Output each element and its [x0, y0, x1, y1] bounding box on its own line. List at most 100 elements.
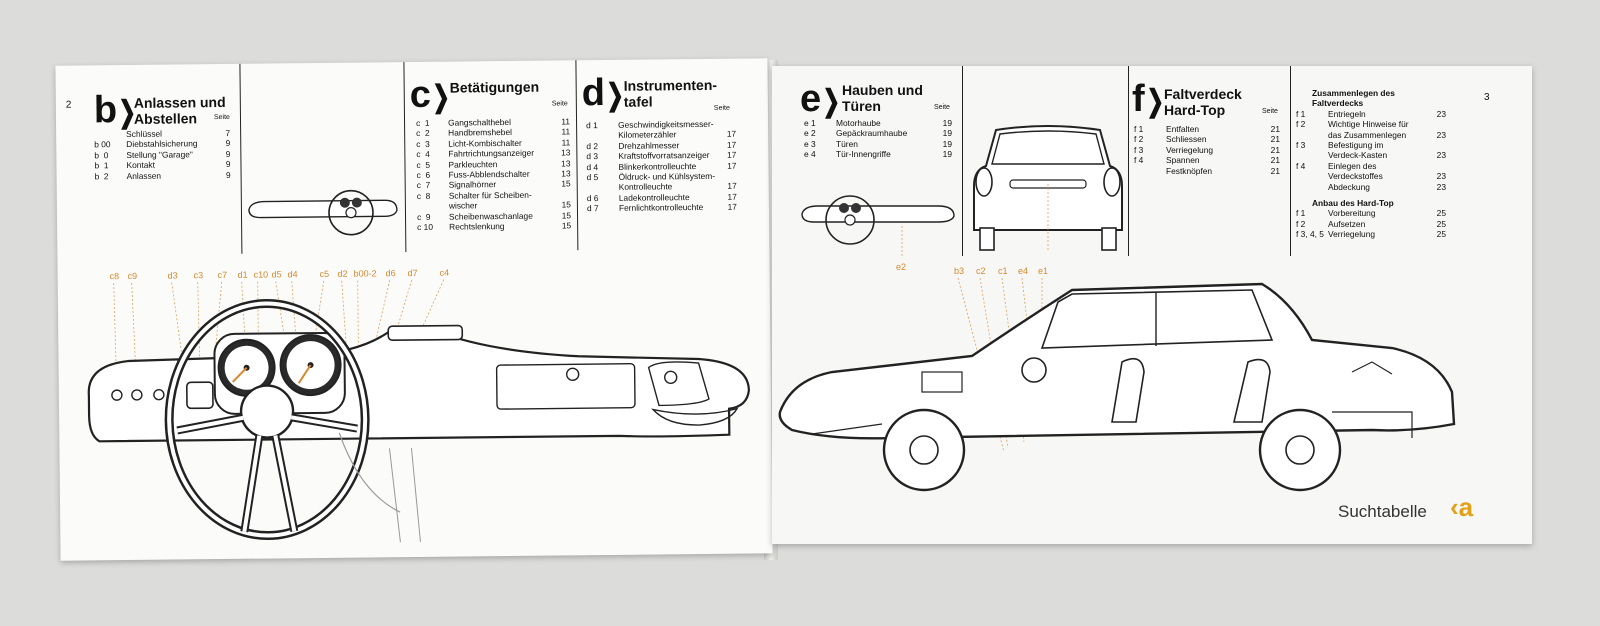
item-page: 23: [1436, 150, 1446, 161]
item-page: 21: [1270, 155, 1280, 166]
callout-label: d4: [288, 269, 298, 279]
item-code: d 7: [586, 203, 599, 214]
callout-label: d1: [238, 270, 248, 280]
item-label: Einlegen des: [1328, 160, 1377, 171]
item-page: 11: [561, 126, 571, 137]
item-page: 17: [726, 139, 737, 150]
item-code: d 2: [586, 140, 599, 151]
section-letter-e: e❯: [800, 78, 840, 120]
item-page: 23: [1436, 181, 1446, 192]
item-code: c 6: [416, 169, 431, 180]
item-code: b 0: [94, 150, 109, 161]
item-label: Verriegelung: [1328, 229, 1376, 240]
item-page: 11: [561, 116, 571, 127]
item-code: [1134, 166, 1166, 176]
item-page: 17: [727, 160, 737, 171]
item-page: 25: [1436, 229, 1446, 240]
item-code: f 4: [1134, 155, 1144, 166]
callout-label: b3: [954, 266, 964, 276]
item-page: 13: [561, 157, 571, 169]
item-code: c 2: [416, 128, 430, 139]
item-code: [1296, 182, 1328, 192]
item-page: 9: [225, 169, 231, 180]
item-page: 17: [727, 191, 737, 202]
callout-leader-line: [368, 279, 413, 423]
item-code: d 1: [586, 120, 598, 131]
item-label: Tür-Innengriffe: [836, 149, 891, 160]
item-page: 23: [1436, 171, 1446, 182]
column-divider: [239, 63, 243, 254]
section-title: Betätigungen: [449, 78, 540, 96]
item-page: 7: [225, 127, 231, 138]
item-code: f 3: [1134, 144, 1144, 155]
brand-logo-icon: ‹a: [1450, 492, 1474, 522]
item-page: 21: [1270, 134, 1280, 145]
item-page: 13: [560, 147, 571, 158]
item-code: f 4: [1296, 160, 1306, 171]
item-code: [94, 129, 126, 140]
item-code: f 1: [1296, 208, 1306, 219]
item-code: c 5: [416, 159, 431, 170]
callout-label: c8: [110, 271, 120, 281]
seite-label: Seite: [934, 104, 950, 111]
item-code: c 10: [417, 221, 434, 233]
callout-label: c5: [320, 269, 330, 279]
item-page: 17: [727, 201, 737, 212]
hardtop-heading: Anbau des Hard-Top: [1312, 198, 1394, 209]
item-code: c 7: [416, 180, 431, 191]
callout-label: d6: [386, 268, 396, 278]
item-page: 25: [1436, 208, 1446, 219]
dashboard-thumbnail-icon: e2: [801, 195, 955, 272]
brand-text: Suchtabelle: [1338, 502, 1427, 521]
car-front-view: [973, 125, 1123, 252]
item-page: 19: [942, 149, 952, 160]
item-page: 13: [561, 168, 571, 179]
item-page: 11: [561, 137, 571, 148]
callout-label: d7: [408, 268, 418, 278]
item-code: e 1: [804, 118, 816, 128]
item-page: [718, 119, 736, 130]
fold-heading: Zusammenlegen des Faltverdecks: [1312, 88, 1395, 109]
item-page: [719, 171, 737, 182]
section-letter-d: d❯: [581, 72, 623, 115]
dashboard-thumbnail-icon: [248, 189, 398, 236]
callout-label: d5: [272, 269, 282, 279]
list-item: f 4 Einlegen des: [1296, 161, 1446, 171]
column-divider: [962, 66, 963, 256]
item-code: c 8: [416, 190, 431, 201]
item-page: 23: [1436, 108, 1446, 119]
item-code: d 6: [586, 192, 599, 204]
item-code: c 4: [416, 149, 430, 160]
item-code: b 00: [94, 139, 111, 150]
item-label: Fernlichtkontrolleuchte: [618, 202, 704, 214]
item-label: Anlassen: [126, 170, 162, 181]
item-page: 21: [1270, 165, 1280, 176]
item-code: f 3: [1296, 140, 1306, 151]
item-code: b 2: [94, 170, 109, 181]
item-page: [553, 189, 571, 200]
item-code: [587, 182, 619, 193]
section-b: b❯ Anlassen und Abstellen Seite Schlüsse…: [55, 58, 767, 181]
item-label: Gepäckraumhaube: [836, 128, 908, 139]
item-page: 15: [561, 210, 572, 221]
item-page: [1428, 119, 1446, 129]
item-label: Türen: [836, 138, 858, 149]
item-label: Wichtige Hinweise für: [1328, 119, 1409, 130]
item-label: Schliessen: [1166, 134, 1207, 145]
column-divider: [403, 62, 407, 253]
item-label: Verriegelung: [1166, 144, 1214, 155]
item-label: Entriegeln: [1328, 108, 1366, 119]
